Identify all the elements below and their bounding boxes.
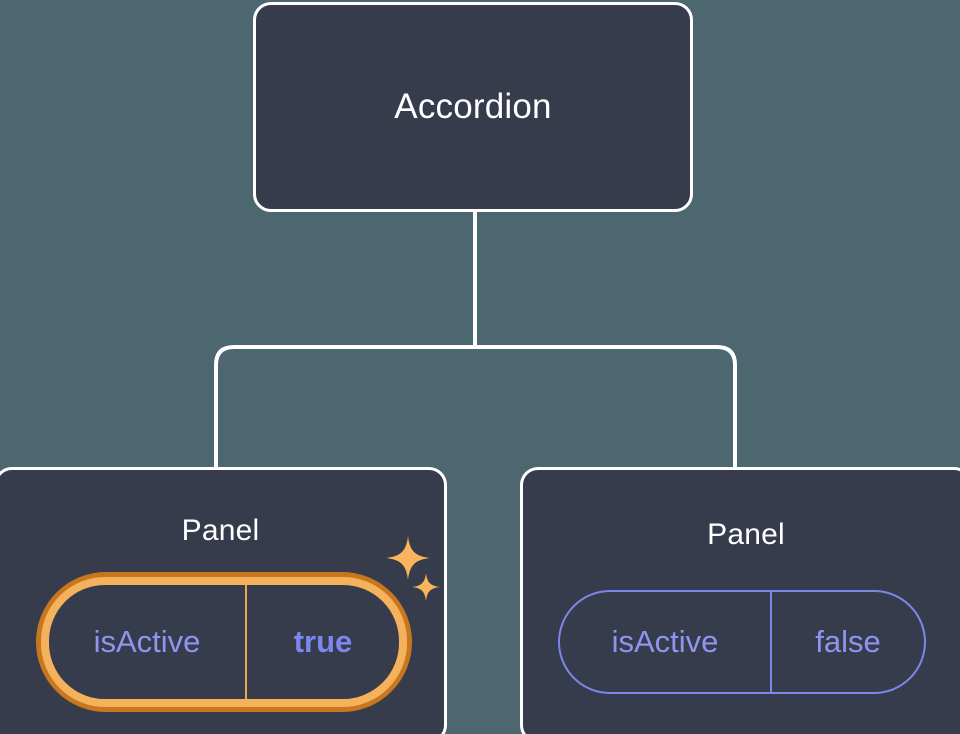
prop-pill-inactive-value: false (815, 624, 881, 659)
node-panel-active-label: Panel (181, 514, 260, 547)
prop-pill-active-value: true (293, 624, 353, 659)
node-accordion-label: Accordion (394, 87, 552, 126)
prop-pill-inactive[interactable]: isActive false (558, 590, 926, 694)
node-panel-inactive-label: Panel (707, 518, 785, 551)
prop-pill-active[interactable]: isActive true (36, 572, 412, 712)
prop-pill-inactive-key: isActive (560, 592, 772, 692)
connector-branch-bar (214, 345, 737, 470)
prop-pill-active-inner: isActive true (41, 577, 407, 707)
node-accordion[interactable]: Accordion (253, 2, 693, 212)
prop-pill-active-key: isActive (49, 585, 247, 699)
